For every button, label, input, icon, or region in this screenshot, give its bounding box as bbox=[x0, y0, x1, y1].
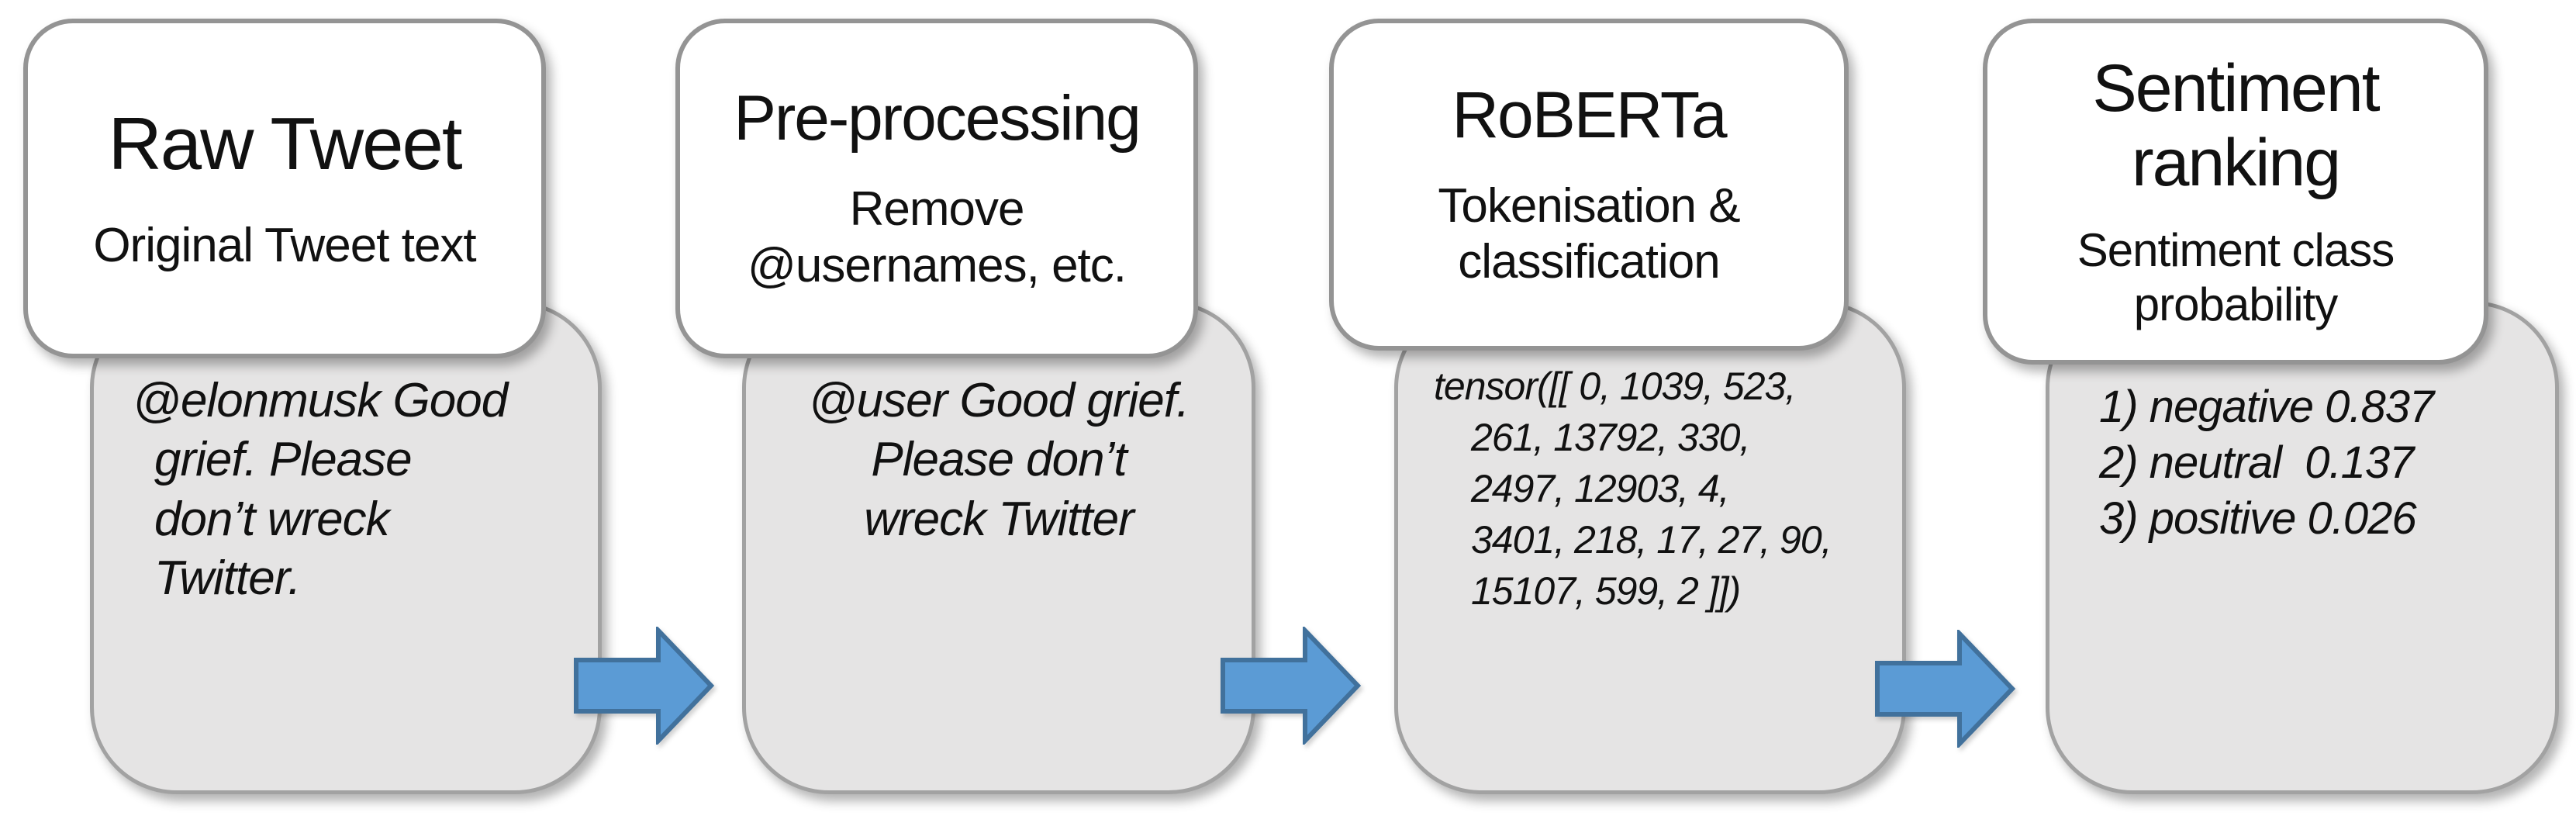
output-line: 2497, 12903, 4, bbox=[1471, 467, 1730, 510]
output-line: don’t wreck bbox=[154, 492, 390, 546]
sentiment-ranking-output-card: 1) negative 0.837 2) neutral 0.137 3) po… bbox=[2046, 301, 2559, 794]
stage-title: Raw Tweet bbox=[108, 102, 462, 185]
output-line: @user Good grief. bbox=[808, 374, 1190, 427]
raw-tweet-example-text: @elonmusk Good grief. Please don’t wreck… bbox=[94, 305, 598, 608]
output-line: grief. Please bbox=[154, 433, 413, 487]
sentiment-probabilities-text: 1) negative 0.837 2) neutral 0.137 3) po… bbox=[2049, 305, 2555, 547]
output-line: 3401, 218, 17, 27, 90, bbox=[1471, 518, 1832, 562]
flow-arrow-icon bbox=[1875, 630, 2016, 748]
preprocessing-example-text: @user Good grief. Please don’t wreck Twi… bbox=[746, 305, 1252, 549]
output-line: 1) negative 0.837 bbox=[2099, 382, 2434, 432]
stage-subtitle: Sentiment class probability bbox=[2077, 223, 2395, 332]
flow-arrow-icon bbox=[1221, 627, 1362, 745]
output-line: 3) positive 0.026 bbox=[2099, 493, 2417, 544]
subtitle-line: Remove bbox=[849, 182, 1025, 237]
subtitle-line: classification bbox=[1458, 235, 1720, 289]
output-line: 15107, 599, 2 ]]) bbox=[1471, 569, 1741, 613]
output-line: Twitter. bbox=[154, 551, 301, 605]
output-line: @elonmusk Good bbox=[133, 374, 508, 427]
preprocessing-header-card: Pre-processing Remove @usernames, etc. bbox=[675, 19, 1198, 358]
raw-tweet-output-card: @elonmusk Good grief. Please don’t wreck… bbox=[90, 301, 602, 794]
flow-arrow-icon bbox=[574, 627, 715, 745]
stage-subtitle: Remove @usernames, etc. bbox=[747, 181, 1127, 294]
stage-title: RoBERTa bbox=[1452, 78, 1727, 152]
preprocessing-output-card: @user Good grief. Please don’t wreck Twi… bbox=[742, 301, 1255, 794]
output-line: tensor([[ 0, 1039, 523, bbox=[1434, 365, 1796, 408]
roberta-header-card: RoBERTa Tokenisation & classification bbox=[1329, 19, 1849, 351]
output-line: wreck Twitter bbox=[864, 492, 1134, 546]
subtitle-line: probability bbox=[2133, 278, 2338, 331]
stage-subtitle: Tokenisation & classification bbox=[1438, 178, 1740, 291]
output-line: Please don’t bbox=[871, 433, 1127, 487]
sentiment-ranking-header-card: Sentiment ranking Sentiment class probab… bbox=[1983, 19, 2488, 365]
stage-subtitle: Original Tweet text bbox=[93, 218, 476, 275]
roberta-output-card: tensor([[ 0, 1039, 523, 261, 13792, 330,… bbox=[1394, 301, 1906, 794]
stage-title: Pre-processing bbox=[734, 82, 1141, 154]
output-line: 2) neutral 0.137 bbox=[2099, 437, 2414, 488]
raw-tweet-header-card: Raw Tweet Original Tweet text bbox=[23, 19, 546, 358]
subtitle-line: Sentiment class bbox=[2077, 224, 2395, 277]
stage-title: Sentiment ranking bbox=[2092, 50, 2396, 200]
output-line: 261, 13792, 330, bbox=[1471, 416, 1750, 459]
subtitle-line: Original Tweet text bbox=[93, 219, 476, 273]
subtitle-line: Tokenisation & bbox=[1438, 178, 1740, 233]
roberta-tensor-text: tensor([[ 0, 1039, 523, 261, 13792, 330,… bbox=[1398, 305, 1902, 617]
subtitle-line: @usernames, etc. bbox=[747, 238, 1127, 292]
